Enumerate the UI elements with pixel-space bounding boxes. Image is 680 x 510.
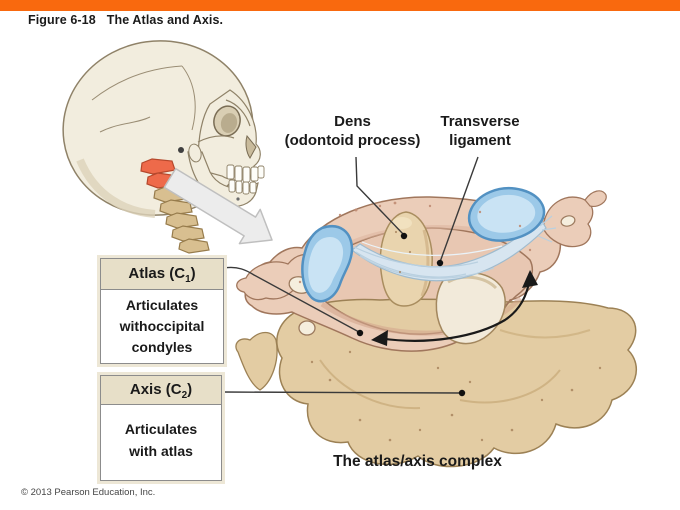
top-banner (0, 0, 680, 11)
transverse-label-line2: ligament (449, 132, 511, 149)
axis-leader-line (221, 391, 462, 394)
atlas-box-title: Atlas (C1) (101, 259, 223, 290)
axis-box-body: Articulates with atlas (101, 405, 221, 462)
atlas-name: Atlas (C (128, 265, 186, 282)
atlas-right-transverse-process (543, 190, 607, 248)
transverse-ligament-leader-line (439, 156, 479, 263)
figure-title: Figure 6-18 The Atlas and Axis. (28, 13, 223, 27)
atlas-box-body: Articulates withoccipital condyles (101, 290, 223, 358)
atlas-speckles (298, 201, 532, 284)
rotation-arrow-icon (371, 270, 538, 346)
leader-dot (458, 389, 466, 397)
axis-subscript: 2 (181, 390, 188, 401)
atlas-desc-line: withoccipital (119, 318, 205, 334)
teeth (226, 164, 265, 195)
leader-dots (356, 232, 466, 397)
transverse-ligament-label: Transverse ligament (424, 112, 536, 150)
axis-name: Axis (C (129, 381, 182, 398)
skull-lateral-illustration (62, 40, 273, 254)
dens-leader-line (355, 156, 405, 236)
right-articular-facet (467, 187, 546, 242)
atlas-axis-illustration (235, 187, 638, 468)
axis-name-close: ) (187, 381, 193, 398)
copyright-notice: © 2013 Pearson Education, Inc. (21, 487, 156, 498)
zoom-arrow-icon (163, 167, 273, 245)
dens-label: Dens (odontoid process) (260, 112, 445, 150)
dens-label-line1: Dens (334, 113, 371, 130)
figure-number: Figure 6-18 (28, 13, 96, 27)
figure-name: The Atlas and Axis. (106, 13, 224, 27)
atlas-callout-box: Atlas (C1) Articulates withoccipital con… (100, 258, 224, 364)
bone-speckles (310, 230, 602, 442)
axis-callout-box: Axis (C2) Articulates with atlas (100, 375, 222, 481)
atlas-left-transverse-process (236, 253, 316, 336)
leader-dot (356, 329, 364, 337)
axis-desc-line: with atlas (129, 443, 193, 459)
atlas-desc-line: condyles (131, 339, 193, 355)
leader-lines (221, 156, 479, 394)
illustration-caption: The atlas/axis complex (333, 453, 502, 470)
atlas-subscript: 1 (185, 274, 191, 285)
transverse-label-line1: Transverse (440, 113, 520, 130)
dens-bone (379, 211, 433, 307)
axis-box-title: Axis (C2) (101, 376, 221, 405)
vertebral-foramen (435, 271, 506, 345)
leader-dot (436, 259, 444, 267)
atlas-leader-line (223, 266, 360, 333)
atlas-desc-line: Articulates (125, 297, 199, 313)
left-articular-facet (301, 225, 354, 303)
dens-label-line2: (odontoid process) (284, 132, 421, 149)
leader-dot (400, 232, 408, 240)
atlas-name-close: ) (190, 265, 196, 282)
axis-left-process (235, 331, 278, 391)
axis-desc-line: Articulates (124, 421, 198, 437)
